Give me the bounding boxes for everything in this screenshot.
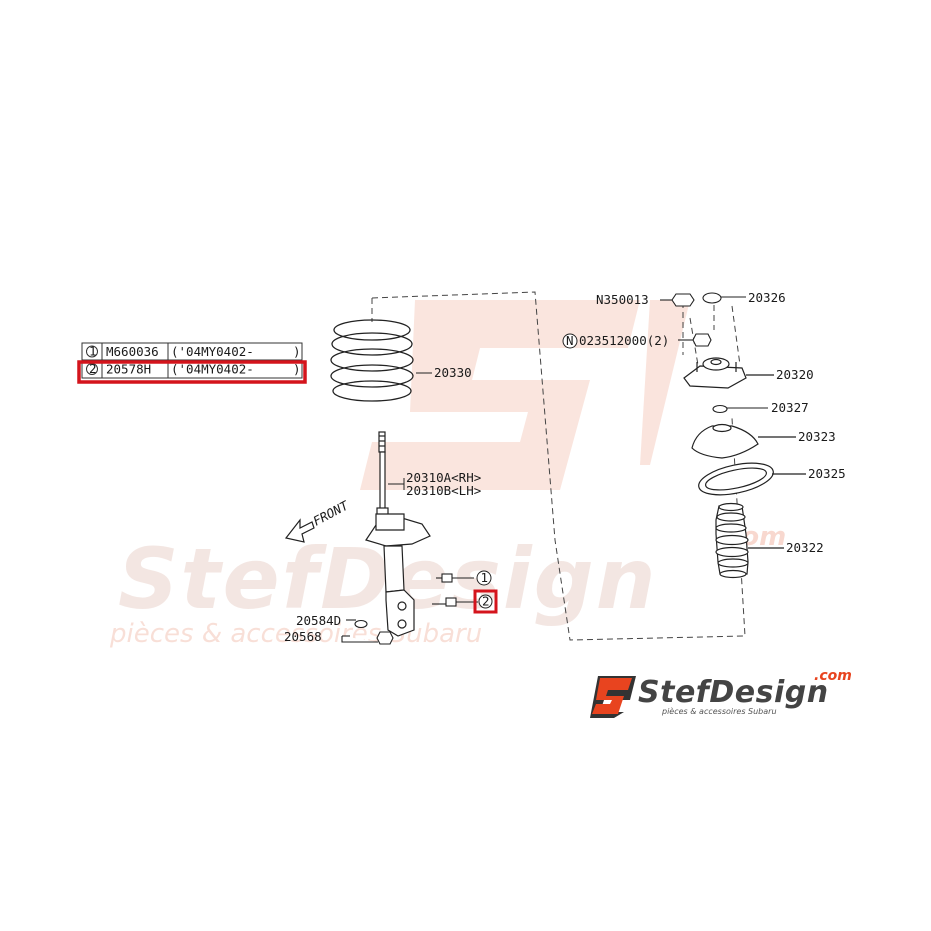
n-circle-icon [562, 333, 578, 349]
callout-circle-icon [478, 594, 493, 609]
legend-row-2: 2 20578H ('04MY0402- ) [86, 361, 301, 377]
legend-date-1: ('04MY0402- [171, 344, 254, 359]
callout-circle-icon [86, 345, 98, 358]
callout-2-text: 2 [482, 594, 490, 609]
label-rubber-seat: 20325 [808, 466, 846, 481]
n-marker: N [562, 333, 578, 349]
upper-spring-seat [691, 423, 796, 459]
legend-ref-2: 2 [89, 361, 97, 376]
label-self-lock-nut: N350013 [596, 292, 649, 307]
label-cap: 20326 [748, 290, 786, 305]
strut-assembly [365, 431, 431, 637]
spacer-washer [712, 404, 768, 414]
label-seat: 20323 [798, 429, 836, 444]
legend-table: 1 M660036 ('04MY0402- ) 2 20578H ('04MY0… [77, 342, 307, 384]
label-washer: 20584D [296, 613, 341, 628]
legend-close-2: ) [293, 362, 301, 377]
label-n-nut: 023512000(2) [579, 333, 669, 348]
sj-logo-icon [590, 676, 636, 718]
logo-com: .com [814, 668, 852, 684]
n-circle-text: N [566, 333, 574, 348]
logo-brand: StefDesign [638, 675, 829, 710]
legend-ref-1: 1 [89, 344, 97, 359]
label-front: FRONT [310, 497, 352, 529]
legend-highlight-box [77, 360, 307, 384]
legend-row-1: 1 M660036 ('04MY0402- ) [86, 344, 301, 359]
rubber-seat [698, 462, 806, 496]
label-strut-rh: 20310A<RH> [406, 470, 481, 485]
cap [702, 292, 746, 304]
dust-boot [715, 502, 784, 579]
strut-mount [683, 357, 774, 389]
n-nut [678, 333, 712, 347]
callout-2-highlight [473, 589, 498, 614]
legend-close-1: ) [293, 344, 301, 359]
label-spacer: 20327 [771, 400, 809, 415]
callout-1-text: 1 [481, 570, 489, 585]
callout-1: 1 [476, 570, 492, 586]
legend-part-2: 20578H [106, 362, 151, 377]
bolt-1 [436, 573, 474, 583]
label-nut: 20568 [284, 629, 322, 644]
washer [346, 619, 368, 629]
label-mount: 20320 [776, 367, 814, 382]
watermark-tagline: pièces & accessoires Subaru [109, 619, 482, 649]
self-lock-nut [660, 293, 695, 307]
label-dust-boot: 20322 [786, 540, 824, 555]
label-coil-spring: 20330 [434, 365, 472, 380]
callout-2: 2 [473, 589, 498, 614]
strut-label-leader [388, 478, 405, 490]
front-arrow-icon [284, 518, 315, 543]
nut [341, 631, 394, 645]
legend-part-1: M660036 [106, 344, 159, 359]
logo-tagline: pièces & accessoires Subaru [661, 706, 777, 716]
callout-circle-icon [476, 570, 492, 586]
legend-date-2: ('04MY0402- [171, 362, 254, 377]
stefdesign-logo: StefDesign .com pièces & accessoires Sub… [590, 668, 852, 718]
label-strut-lh: 20310B<LH> [406, 483, 481, 498]
coil-spring [330, 319, 432, 402]
